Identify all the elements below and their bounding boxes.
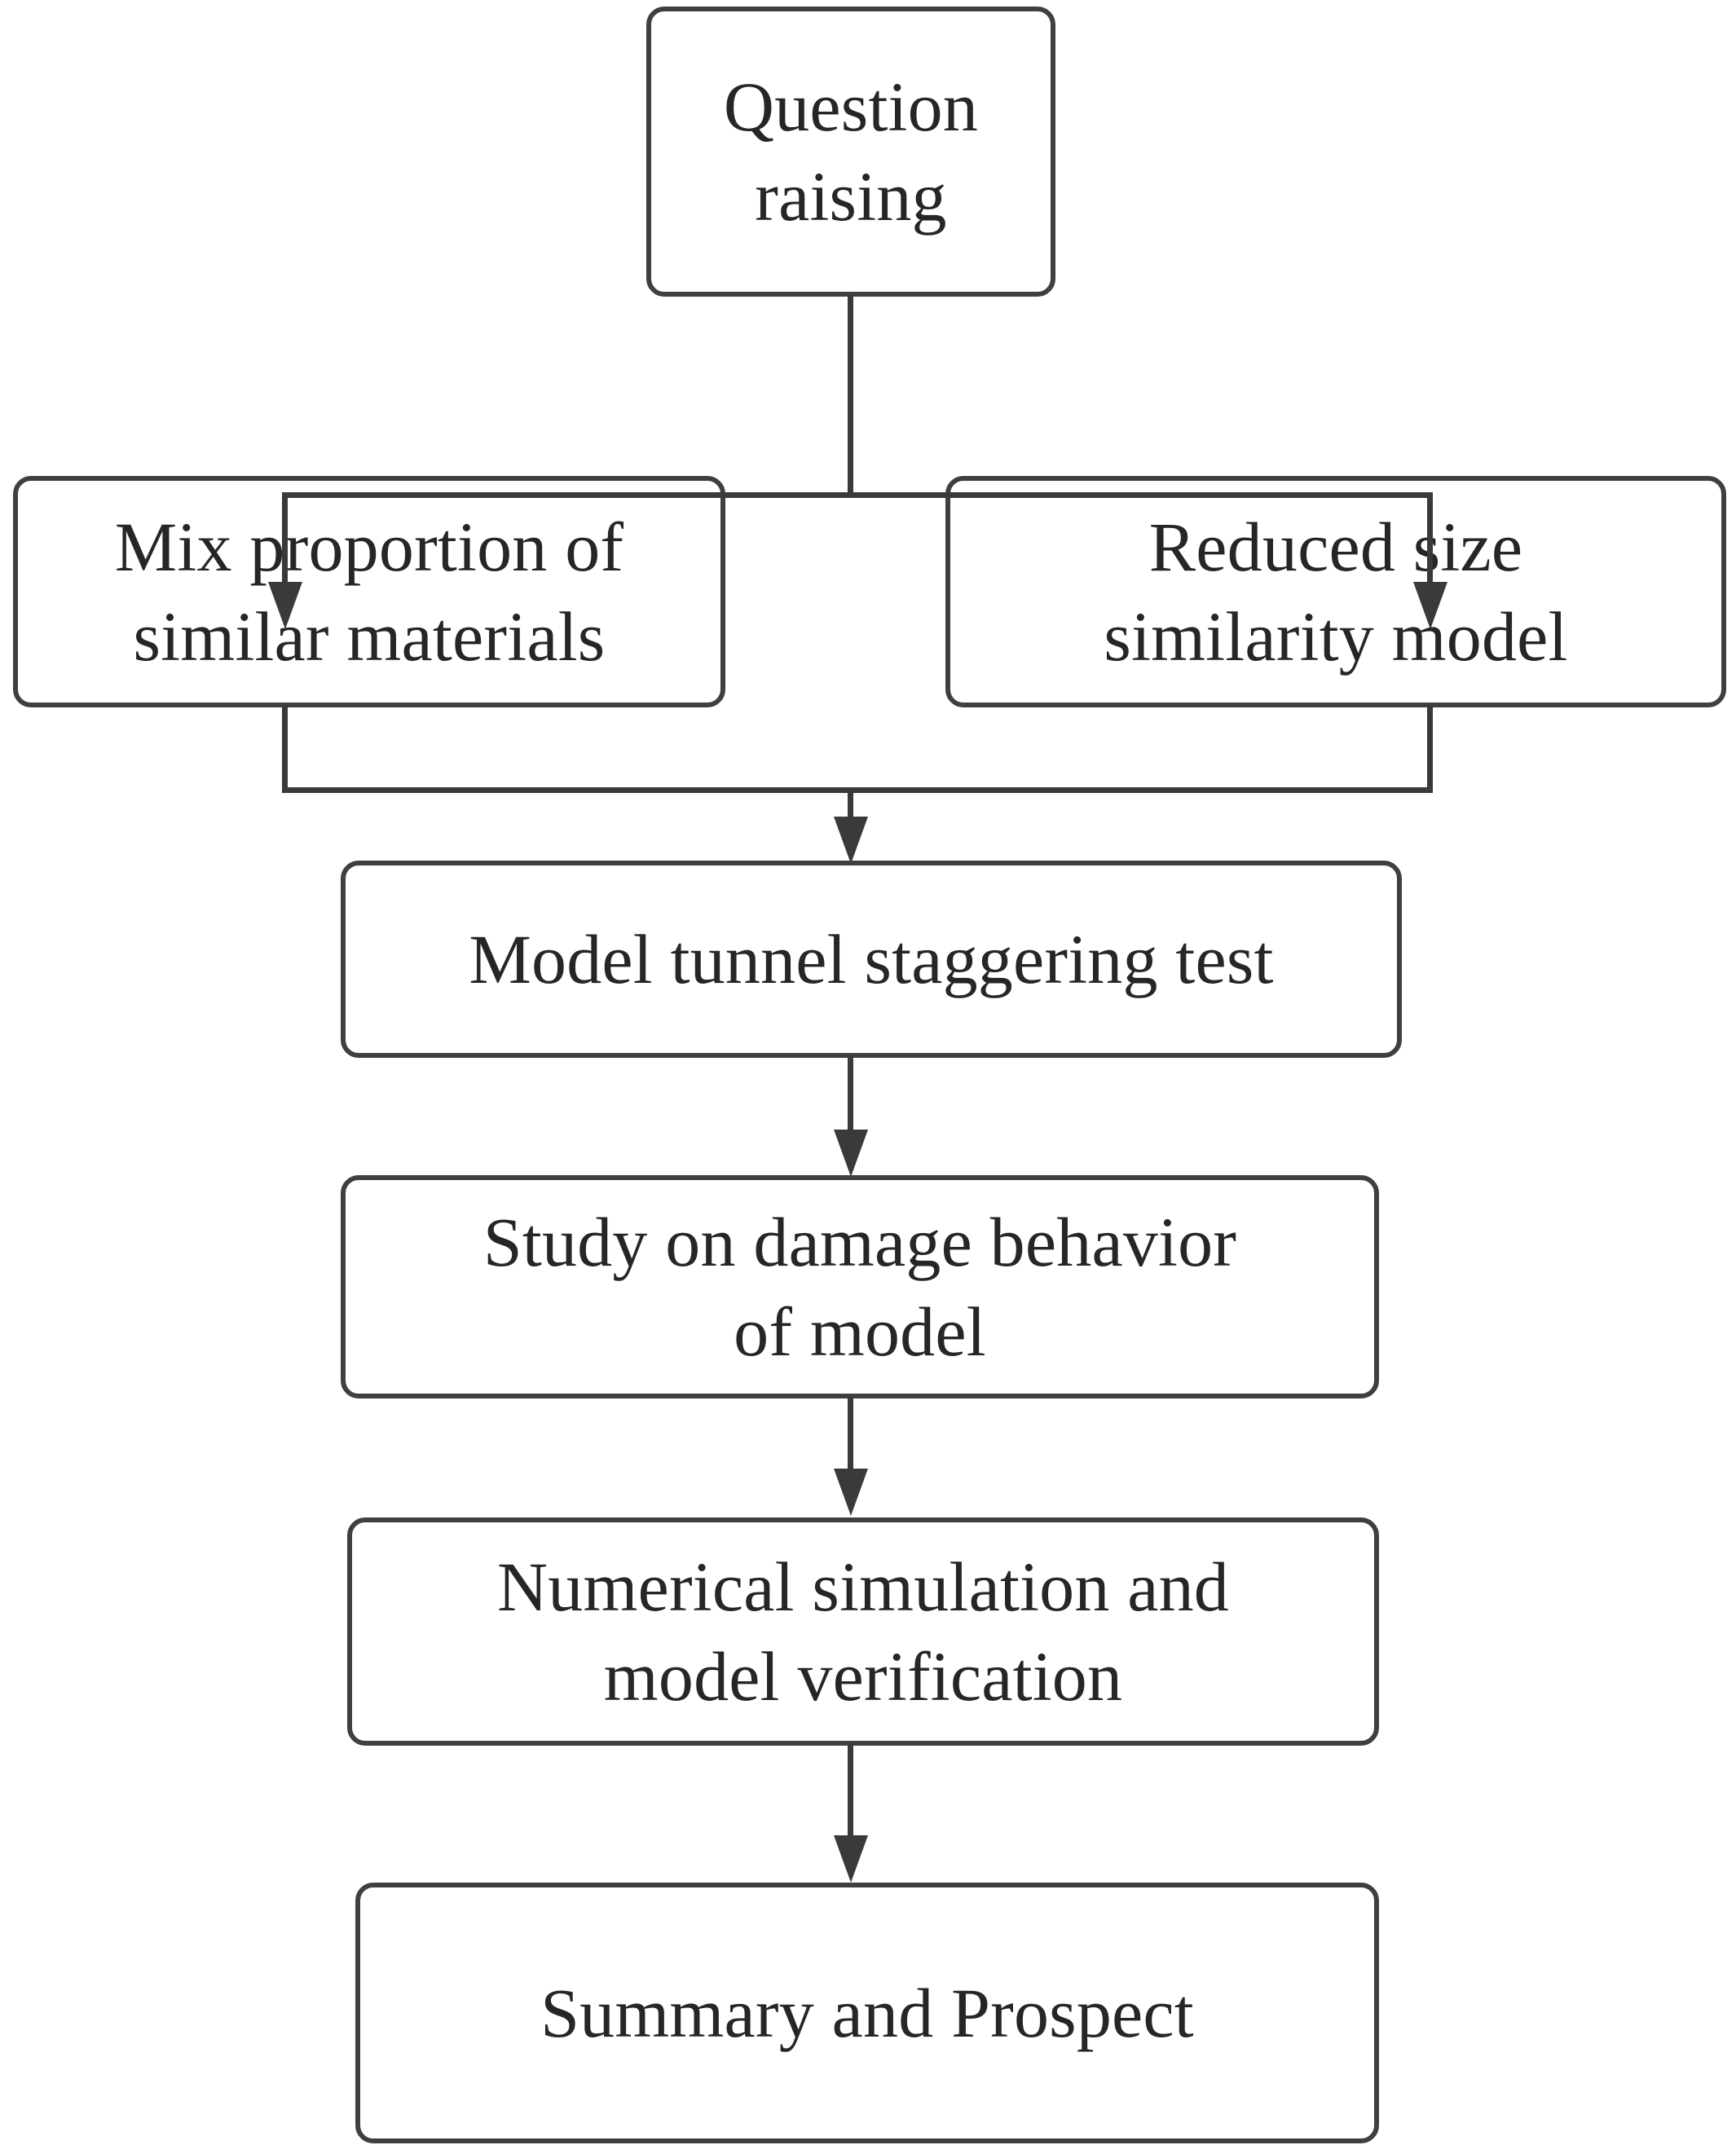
connector-split-bus (282, 492, 1433, 498)
connector-question-stem (848, 295, 853, 497)
arrowhead-icon-to-summary (834, 1835, 868, 1883)
flowchart-node-damage-behavior[interactable]: Study on damage behavior of model (341, 1175, 1379, 1398)
flowchart-node-mix-proportion[interactable]: Mix proportion of similar materials (13, 476, 725, 707)
connector-split-left-leg (282, 492, 288, 588)
connector-merge-left-leg (282, 706, 288, 792)
node-label: Model tunnel staggering test (469, 919, 1274, 998)
connector-merge-bus (282, 787, 1433, 793)
flowchart-node-reduced-size-model[interactable]: Reduced size similarity model (945, 476, 1726, 707)
arrowhead-icon-to-reduced (1413, 582, 1447, 629)
flowchart-node-model-tunnel-test[interactable]: Model tunnel staggering test (341, 861, 1402, 1058)
node-label: Study on damage behavior of model (482, 1202, 1237, 1371)
flowchart-node-question-raising[interactable]: Question raising (646, 7, 1055, 297)
arrowhead-icon-to-damage (834, 1130, 868, 1177)
node-label: Mix proportion of similar materials (114, 507, 624, 676)
node-label: Summary and Prospect (540, 1973, 1194, 2052)
connector-split-right-leg (1427, 492, 1433, 588)
arrowhead-icon-to-model-test (834, 817, 868, 864)
flowchart-node-numerical-simulation[interactable]: Numerical simulation and model verificat… (347, 1517, 1379, 1746)
node-label: Numerical simulation and model verificat… (496, 1547, 1230, 1716)
connector-merge-stem (848, 787, 853, 835)
connector-damage-to-numerical (848, 1397, 853, 1472)
flowchart-node-summary-prospect[interactable]: Summary and Prospect (355, 1883, 1379, 2143)
node-label: Question raising (723, 67, 979, 236)
connector-model-test-to-damage (848, 1056, 853, 1138)
node-label: Reduced size similarity model (1104, 507, 1568, 676)
arrowhead-icon-to-numerical (834, 1469, 868, 1516)
connector-merge-right-leg (1427, 706, 1433, 792)
arrowhead-icon-to-mix (268, 582, 302, 629)
connector-numerical-to-summary (848, 1744, 853, 1837)
